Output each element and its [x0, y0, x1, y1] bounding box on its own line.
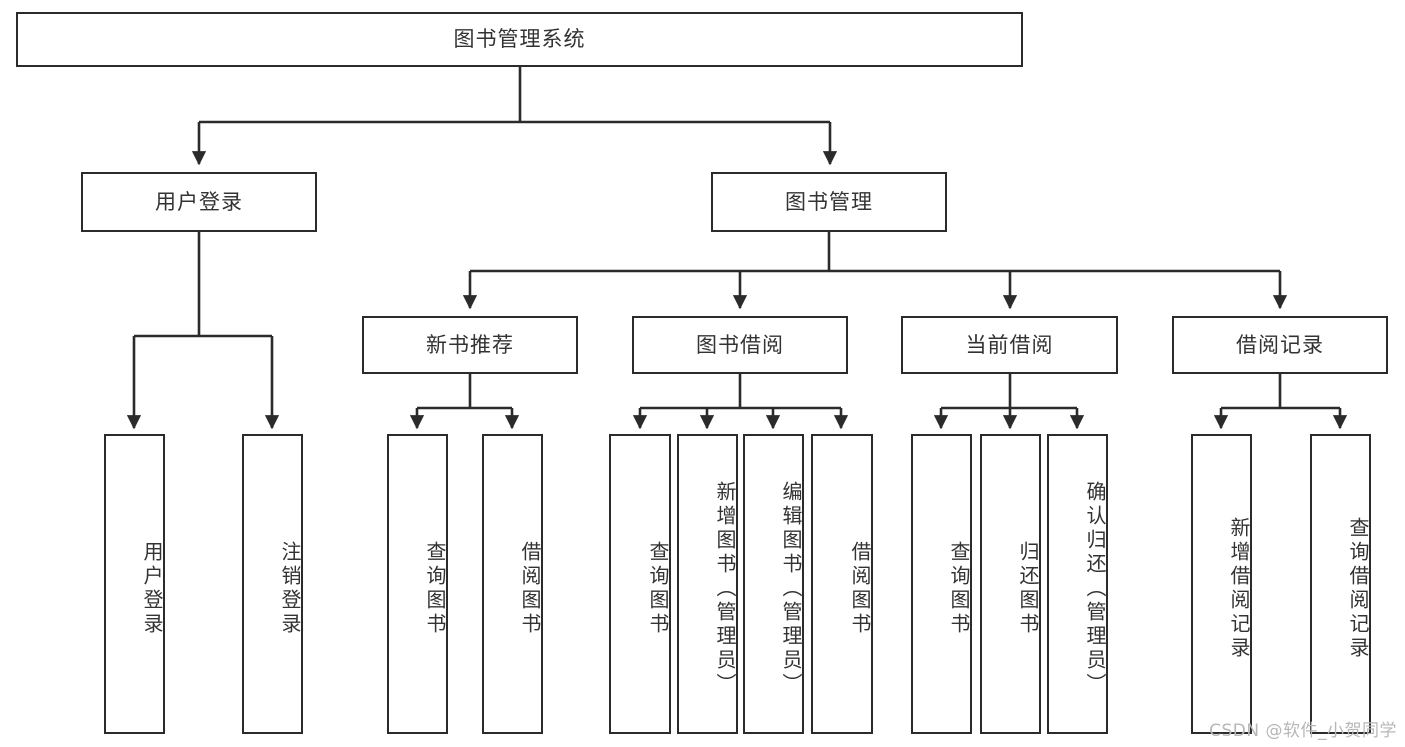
node-book-borrow[interactable]: 图书借阅	[632, 316, 848, 374]
node-leaf-borrow-book-2[interactable]: 借阅图书	[811, 434, 873, 734]
node-label: 归还图书	[1016, 541, 1040, 637]
node-book-management[interactable]: 图书管理	[711, 172, 947, 232]
node-label: 用户登录	[155, 189, 243, 214]
node-current-borrow[interactable]: 当前借阅	[901, 316, 1118, 374]
node-label: 注销登录	[278, 541, 302, 637]
node-leaf-logout-login[interactable]: 注销登录	[242, 434, 303, 734]
node-label: 查询借阅记录	[1346, 517, 1370, 661]
node-leaf-query-book-1[interactable]: 查询图书	[387, 434, 448, 734]
node-user-login[interactable]: 用户登录	[81, 172, 317, 232]
watermark-text: CSDN @软件_小贺同学	[1209, 721, 1397, 741]
node-label: 图书借阅	[696, 332, 784, 357]
node-leaf-confirm-return[interactable]: 确认归还（管理员）	[1047, 434, 1108, 734]
node-label: 新书推荐	[426, 332, 514, 357]
node-label: 借阅图书	[848, 541, 872, 637]
node-label: 查询图书	[646, 541, 670, 637]
node-label: 借阅图书	[518, 541, 542, 637]
node-label: 新增图书（管理员）	[713, 481, 737, 697]
node-label: 用户登录	[140, 541, 164, 637]
node-label: 当前借阅	[965, 332, 1054, 357]
node-label: 查询图书	[423, 541, 447, 637]
node-borrow-record[interactable]: 借阅记录	[1172, 316, 1388, 374]
node-leaf-borrow-book-1[interactable]: 借阅图书	[482, 434, 543, 734]
node-book-management-system[interactable]: 图书管理系统	[16, 12, 1023, 67]
node-leaf-add-book[interactable]: 新增图书（管理员）	[677, 434, 738, 734]
node-leaf-query-record[interactable]: 查询借阅记录	[1310, 434, 1371, 734]
node-label: 新增借阅记录	[1227, 517, 1251, 661]
node-leaf-query-book-2[interactable]: 查询图书	[609, 434, 671, 734]
node-leaf-query-book-3[interactable]: 查询图书	[911, 434, 972, 734]
node-new-book-recommend[interactable]: 新书推荐	[362, 316, 578, 374]
node-label: 图书管理	[785, 189, 873, 214]
node-leaf-add-record[interactable]: 新增借阅记录	[1191, 434, 1252, 734]
node-leaf-user-login[interactable]: 用户登录	[104, 434, 165, 734]
node-label: 查询图书	[947, 541, 971, 637]
node-label: 确认归还（管理员）	[1083, 481, 1107, 697]
node-label: 图书管理系统	[453, 27, 586, 52]
node-label: 借阅记录	[1236, 332, 1324, 357]
node-label: 编辑图书（管理员）	[779, 481, 803, 697]
node-leaf-edit-book[interactable]: 编辑图书（管理员）	[743, 434, 804, 734]
node-leaf-return-book[interactable]: 归还图书	[980, 434, 1041, 734]
